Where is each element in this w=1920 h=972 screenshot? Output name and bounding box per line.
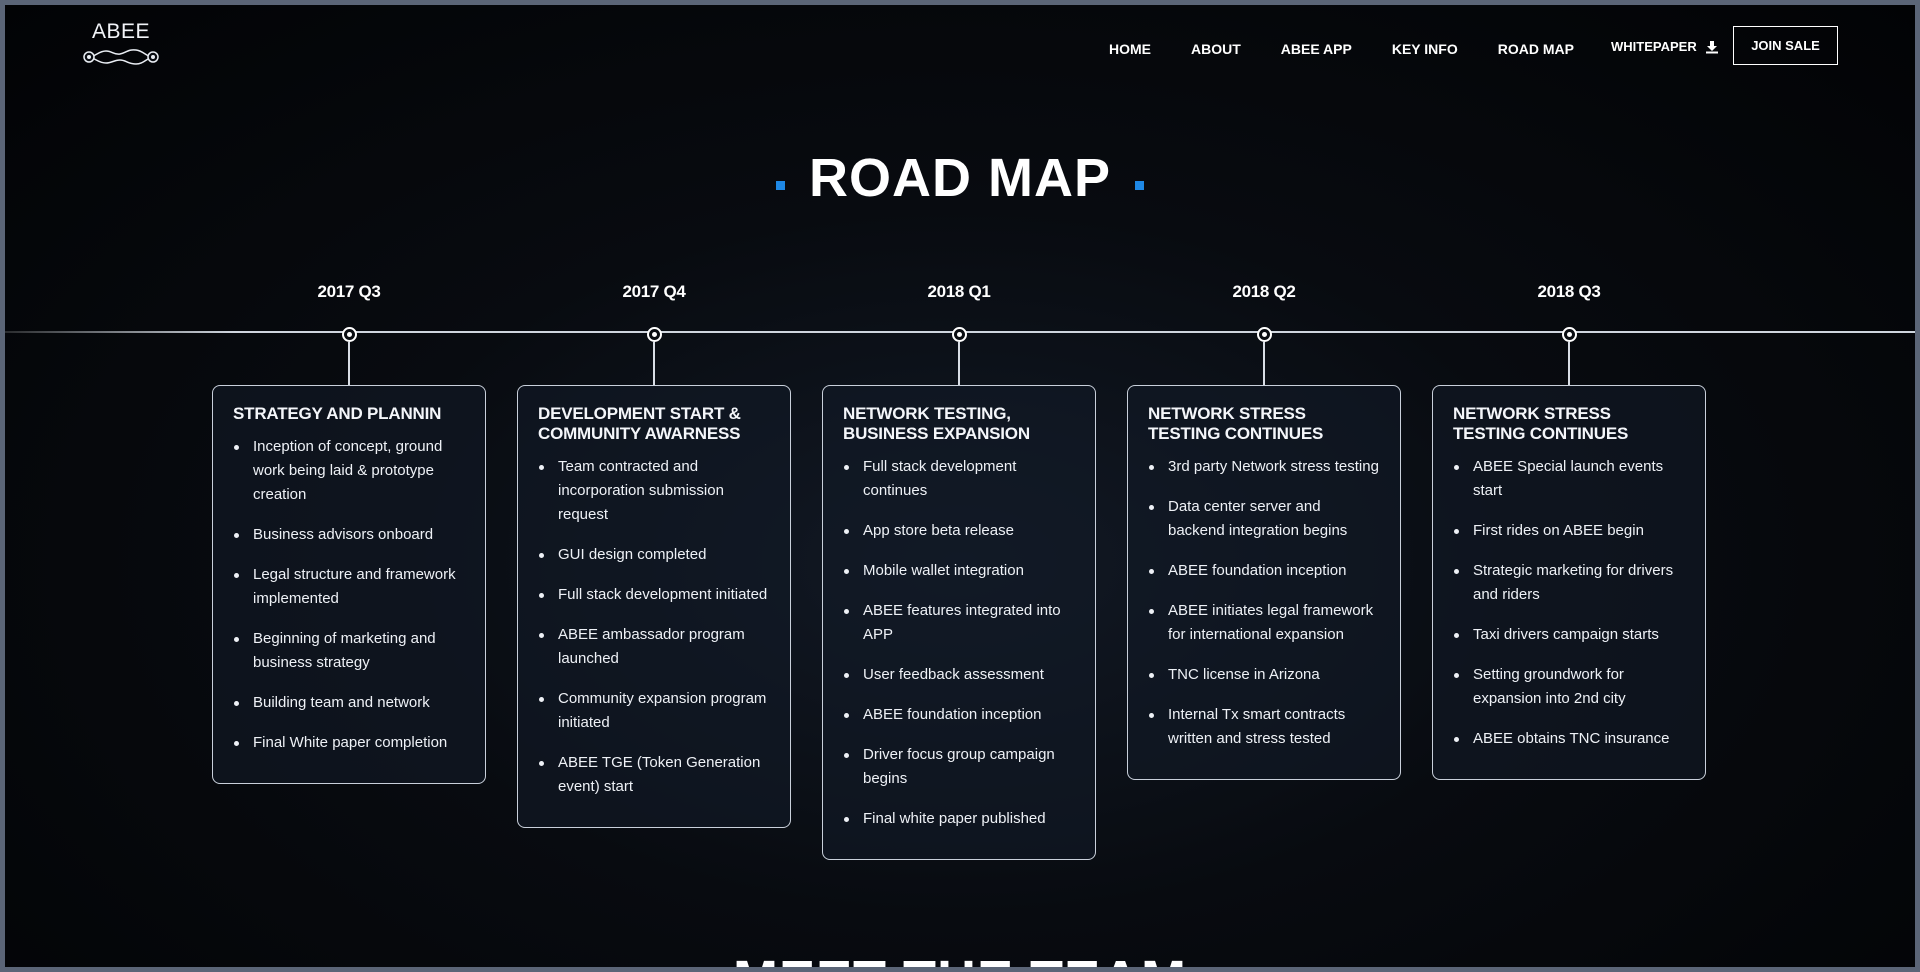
list-item: ABEE Special launch events start — [1453, 455, 1685, 503]
milestone-column: 2018 Q3 NETWORK STRESS TESTING CONTINUES… — [1432, 277, 1706, 780]
list-item: User feedback assessment — [843, 663, 1075, 687]
section-title: ROAD MAP — [5, 147, 1915, 209]
list-item: Data center server and backend integrati… — [1148, 495, 1380, 543]
nav-road-map[interactable]: ROAD MAP — [1497, 41, 1574, 57]
milestone-card: NETWORK STRESS TESTING CONTINUES ABEE Sp… — [1432, 385, 1706, 780]
timeline-stem — [1568, 342, 1570, 385]
nav-about[interactable]: ABOUT — [1191, 41, 1241, 57]
list-item: Internal Tx smart contracts written and … — [1148, 703, 1380, 751]
milestone-quarter: 2017 Q3 — [317, 282, 381, 301]
join-sale-button[interactable]: JOIN SALE — [1733, 26, 1838, 65]
list-item: Taxi drivers campaign starts — [1453, 623, 1685, 647]
milestone-list: Full stack development continues App sto… — [843, 455, 1075, 831]
accent-square-right — [1135, 181, 1144, 191]
list-item: Inception of concept, ground work being … — [233, 435, 465, 507]
list-item: ABEE foundation inception — [843, 703, 1075, 727]
accent-square-left — [776, 181, 785, 191]
download-icon — [1705, 40, 1718, 53]
milestone-quarter: 2018 Q3 — [1537, 282, 1601, 301]
timeline-node — [952, 327, 967, 342]
timeline-stem — [348, 342, 350, 385]
milestone-heading: NETWORK STRESS TESTING CONTINUES — [1148, 404, 1324, 443]
list-item: Full stack development initiated — [538, 583, 770, 607]
list-item: Business advisors onboard — [233, 523, 465, 547]
list-item: ABEE obtains TNC insurance — [1453, 727, 1685, 751]
milestone-card: NETWORK TESTING, BUSINESS EXPANSION Full… — [822, 385, 1096, 860]
list-item: TNC license in Arizona — [1148, 663, 1380, 687]
section-title-text: ROAD MAP — [809, 148, 1111, 208]
list-item: Driver focus group campaign begins — [843, 743, 1075, 791]
list-item: Community expansion program initiated — [538, 687, 770, 735]
milestone-heading: NETWORK STRESS TESTING CONTINUES — [1453, 404, 1629, 443]
list-item: Legal structure and framework implemente… — [233, 563, 465, 611]
milestone-column: 2017 Q4 DEVELOPMENT START & COMMUNITY AW… — [517, 277, 791, 828]
timeline-node — [1562, 327, 1577, 342]
list-item: Mobile wallet integration — [843, 559, 1075, 583]
milestone-heading: NETWORK TESTING, BUSINESS EXPANSION — [843, 404, 1030, 443]
list-item: GUI design completed — [538, 543, 770, 567]
timeline-stem — [1263, 342, 1265, 385]
timeline-node — [1257, 327, 1272, 342]
milestone-card: NETWORK STRESS TESTING CONTINUES 3rd par… — [1127, 385, 1401, 780]
milestone-column: 2017 Q3 STRATEGY AND PLANNIN Inception o… — [212, 277, 486, 784]
milestone-heading: DEVELOPMENT START & COMMUNITY AWARNESS — [538, 404, 741, 443]
list-item: ABEE initiates legal framework for inter… — [1148, 599, 1380, 647]
logo-text: ABEE — [91, 20, 151, 43]
list-item: 3rd party Network stress testing — [1148, 455, 1380, 479]
list-item: First rides on ABEE begin — [1453, 519, 1685, 543]
milestone-list: 3rd party Network stress testing Data ce… — [1148, 455, 1380, 751]
abee-logo[interactable]: ABEE — [81, 21, 161, 77]
list-item: ABEE TGE (Token Generation event) start — [538, 751, 770, 799]
list-item: Final White paper completion — [233, 731, 465, 755]
milestone-quarter: 2017 Q4 — [622, 282, 686, 301]
milestone-list: Team contracted and incorporation submis… — [538, 455, 770, 799]
main-nav: HOME ABOUT ABEE APP KEY INFO ROAD MAP — [1109, 41, 1614, 57]
milestone-column: 2018 Q2 NETWORK STRESS TESTING CONTINUES… — [1127, 277, 1401, 780]
milestone-card: DEVELOPMENT START & COMMUNITY AWARNESS T… — [517, 385, 791, 828]
timeline-stem — [958, 342, 960, 385]
next-section-title: MEET THE TEAM — [5, 949, 1915, 967]
milestone-heading: STRATEGY AND PLANNIN — [233, 404, 442, 423]
nav-key-info[interactable]: KEY INFO — [1391, 41, 1458, 57]
milestone-quarter: 2018 Q1 — [927, 282, 991, 301]
list-item: ABEE foundation inception — [1148, 559, 1380, 583]
milestone-list: ABEE Special launch events start First r… — [1453, 455, 1685, 751]
whitepaper-link[interactable]: WHITEPAPER — [1611, 39, 1719, 54]
page-frame: ABEE HOME ABOUT ABEE APP KEY INFO ROAD M… — [5, 5, 1915, 967]
milestone-list: Inception of concept, ground work being … — [233, 435, 465, 755]
timeline-stem — [653, 342, 655, 385]
milestone-quarter: 2018 Q2 — [1232, 282, 1296, 301]
timeline-node — [647, 327, 662, 342]
milestone-card: STRATEGY AND PLANNIN Inception of concep… — [212, 385, 486, 784]
list-item: ABEE features integrated into APP — [843, 599, 1075, 647]
list-item: ABEE ambassador program launched — [538, 623, 770, 671]
list-item: Beginning of marketing and business stra… — [233, 627, 465, 675]
list-item: Setting groundwork for expansion into 2n… — [1453, 663, 1685, 711]
list-item: Building team and network — [233, 691, 465, 715]
nav-abee-app[interactable]: ABEE APP — [1280, 41, 1352, 57]
milestone-column: 2018 Q1 NETWORK TESTING, BUSINESS EXPANS… — [822, 277, 1096, 860]
whitepaper-label: WHITEPAPER — [1611, 39, 1697, 54]
nav-home[interactable]: HOME — [1109, 41, 1151, 57]
list-item: Full stack development continues — [843, 455, 1075, 503]
list-item: Strategic marketing for drivers and ride… — [1453, 559, 1685, 607]
car-outline-icon — [83, 49, 159, 65]
list-item: Final white paper published — [843, 807, 1075, 831]
list-item: Team contracted and incorporation submis… — [538, 455, 770, 527]
timeline-node — [342, 327, 357, 342]
list-item: App store beta release — [843, 519, 1075, 543]
